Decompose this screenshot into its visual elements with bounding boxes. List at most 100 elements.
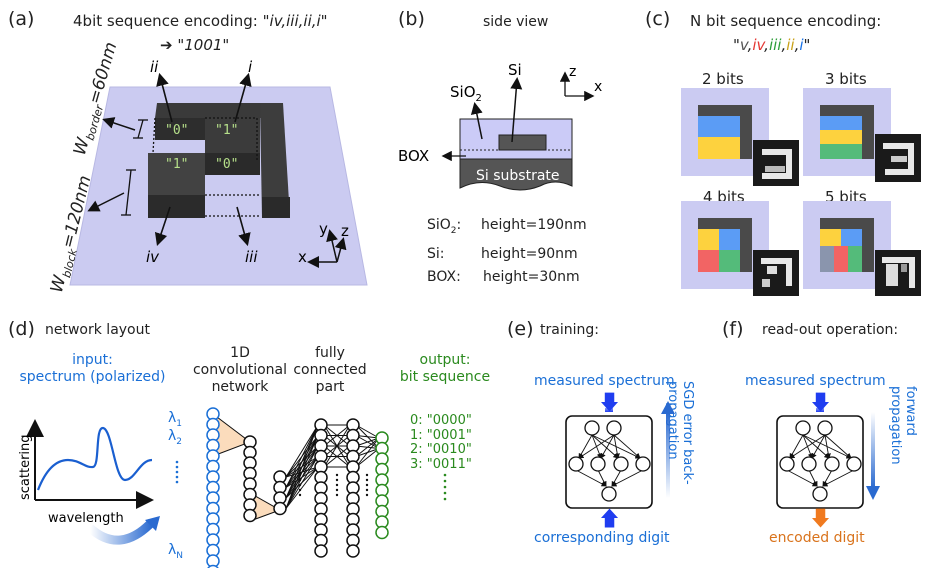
input-arrow-f [812,392,830,418]
seq-item-ii: ii [786,36,795,54]
spec-row-si: Si:height=90nm [427,245,578,262]
sweep-arrow [86,518,156,545]
bit-value-iii: "0" [215,157,238,172]
network-box [776,415,864,509]
output-neuron [375,525,389,540]
panel-e-top-label: measured spectrum [534,373,675,389]
right-arrow-icon: ➔ [160,36,173,54]
axis-x-label: x [298,248,307,266]
ellipsis-dot [335,493,339,497]
panel-b-label: (b) [398,8,425,30]
output-code-1: 1: "0001" [410,427,472,443]
panel-c-label: (c) [645,8,671,30]
si-block [498,134,547,151]
sem-image-4bits [753,250,799,296]
network-diagram: wavelength scattering [18,407,389,568]
backprop-arrow [661,401,675,498]
network-box [565,415,653,509]
panel-a-label: (a) [8,8,35,30]
axis-z-label: z [341,222,349,240]
forward-arrow [866,412,880,500]
output-code-3: 3: "0011" [410,456,472,472]
substrate-plane [69,86,368,286]
arrow-iv [154,206,171,247]
bit-i-block [698,116,740,137]
ellipsis-dot [335,473,339,477]
ellipsis-dot [298,483,302,487]
axis-y-label: y [319,220,328,238]
arrow-i [234,72,252,123]
ellipsis-dot [298,493,302,497]
hidden-node [824,456,840,472]
conv1-neuron [243,508,257,523]
ellipsis-dot [365,493,369,497]
ellipsis-dot [298,488,302,492]
panel-f-label: (f) [722,318,744,340]
cell-title-2bits: 2 bits [702,70,744,88]
input-arrow-e [601,392,619,418]
spec-row-box: BOX:height=30nm [427,268,580,285]
mini-network [565,408,653,509]
seq-item-v: v [739,36,748,54]
ellipsis-dot [298,473,302,477]
roman-iv: iv [146,248,160,266]
output-node [812,486,828,502]
hidden-node [590,456,606,472]
input-neuron [207,564,219,568]
plot-ylabel: scattering [18,434,33,500]
output-code-0: 0: "0000" [410,413,472,428]
arrow-ii [156,72,173,123]
hidden-node [779,456,795,472]
panel-e-network [563,408,663,532]
substrate-label: Si substrate [476,168,560,184]
ellipsis-dot [365,473,369,477]
cell-2bits [681,88,769,176]
panel-f-title: read-out operation: [762,322,899,338]
spectrum-curve [36,426,153,491]
panel-d-label: (d) [8,318,35,340]
seq-item-i: i [799,36,804,54]
si-label: Si [508,61,522,79]
lambda-n: λN [168,542,184,561]
ellipsis-dot [335,478,339,482]
cell-4bits [681,201,769,289]
panel-f-bottom-label: encoded digit [769,530,865,546]
cell-title-3bits: 3 bits [825,70,867,88]
side-view-illustration: Si substrate Si SiO2 BOX z x [398,61,602,191]
seq-item-iii: iii [768,36,782,54]
output-code-2: 2: "0010" [410,442,472,457]
hidden-node [801,456,817,472]
bit-cell-iii [205,153,260,175]
bit-value-iv: "1" [165,157,188,172]
panel-a-result: ➔ "1001" [160,36,229,54]
panel-e-title: training: [540,322,599,338]
arrow-iii [236,206,251,247]
ellipsis-dot [335,488,339,492]
ellipsis-dot [365,478,369,482]
bit-value-i: "1" [215,123,238,138]
bit-cell-iv [148,153,205,198]
sio2-label: SiO2 [450,83,482,104]
plot-xlabel: wavelength [48,511,124,526]
box-label: BOX [398,147,429,165]
input-label: input:spectrum (polarized) [19,352,166,385]
roman-i: i [248,58,253,76]
si-substrate [459,158,573,191]
hidden-node [613,456,629,472]
panel-a-result-value: "1001" [177,36,230,54]
input-node [606,420,622,436]
cell-5bits [803,201,891,289]
fc1-neuron [314,544,328,558]
panel-a-title-prefix: 4bit sequence encoding: [73,12,263,30]
axis-z-label-b: z [569,64,576,80]
ellipsis-input [175,460,179,484]
conv2-neuron [273,501,287,516]
input-node [795,420,811,436]
seq-item-iv: iv [752,36,765,54]
sem-image-2bits [753,140,799,186]
roman-ii: ii [150,58,159,76]
hidden-node [846,456,862,472]
panel-f-top-label: measured spectrum [745,373,886,389]
